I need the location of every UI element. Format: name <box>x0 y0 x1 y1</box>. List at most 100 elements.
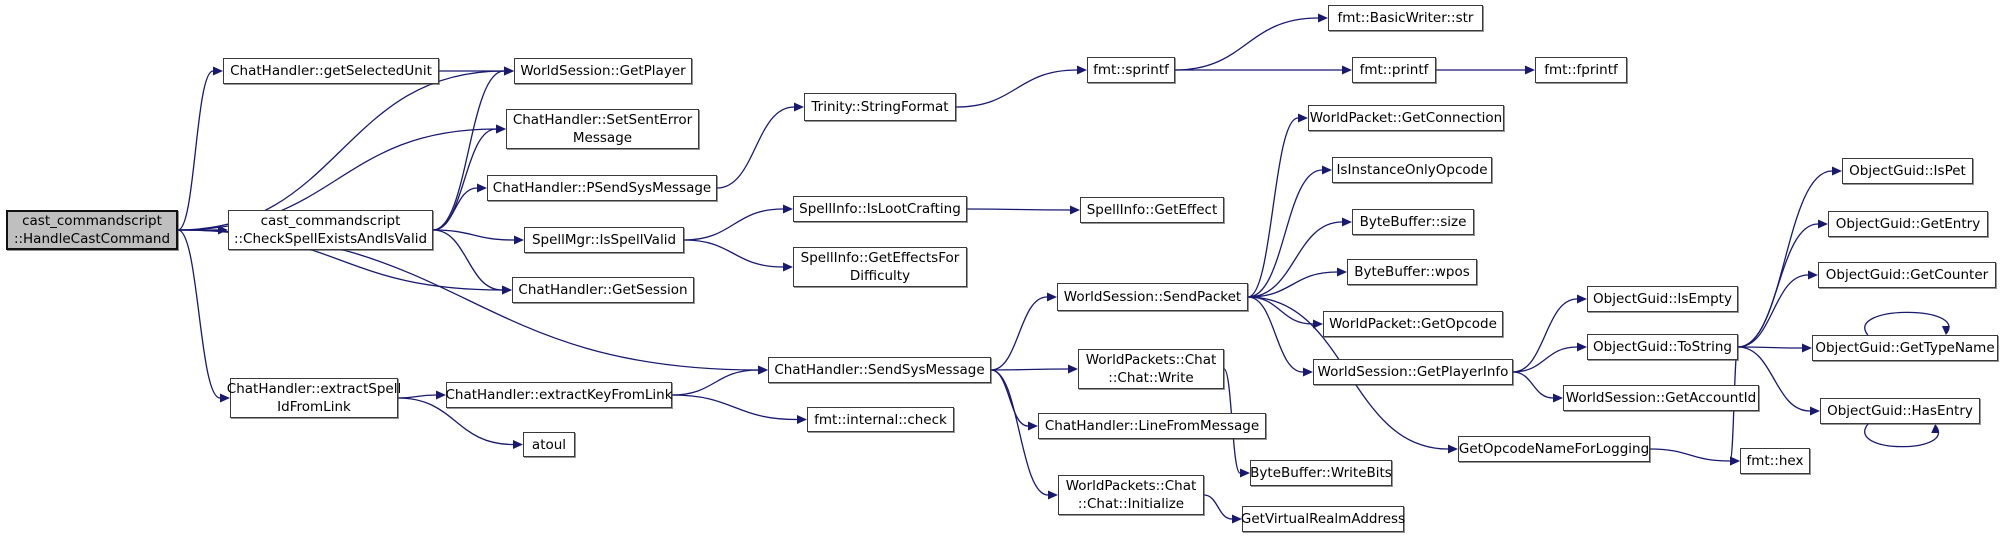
edge-toString-getTypeName <box>1737 346 1803 349</box>
node-getCounter[interactable]: ObjectGuid::GetCounter <box>1818 262 1996 288</box>
edge-checkSpell-psendSys <box>432 187 478 231</box>
edge-toString-isPet-arrowhead <box>1832 166 1842 176</box>
node-getEffect[interactable]: SpellInfo::GetEffect <box>1080 197 1224 223</box>
node-getOpcode[interactable]: WorldPacket::GetOpcode <box>1323 311 1503 337</box>
edge-sendPacket-getOpcodeName-arrowhead <box>1448 444 1458 454</box>
node-checkSpell[interactable]: cast_commandscript ::CheckSpellExistsAnd… <box>228 210 433 250</box>
node-isPet[interactable]: ObjectGuid::IsPet <box>1842 158 1973 184</box>
node-getSession[interactable]: ChatHandler::GetSession <box>512 277 694 303</box>
edge-chatInitialize-getVirtualRealm <box>1203 494 1233 520</box>
edge-handleCast-getSelectedUnit <box>177 70 214 231</box>
node-chatWrite[interactable]: WorldPackets::Chat ::Chat::Write <box>1078 349 1224 389</box>
edge-getTypeName-getTypeName-arrowhead <box>1941 326 1950 335</box>
node-atoul[interactable]: atoul <box>523 432 575 457</box>
edge-hasEntry-hasEntry-arrowhead <box>1931 424 1940 433</box>
edge-sendPacket-wpos-arrowhead <box>1337 267 1347 277</box>
edge-checkSpell-psendSys-arrowhead <box>477 183 487 193</box>
node-writeBits[interactable]: ByteBuffer::WriteBits <box>1250 460 1392 486</box>
edge-sendSys-sendPacket <box>990 296 1048 371</box>
edge-sendPacket-isInstanceOnly <box>1247 169 1323 298</box>
node-internalCheck[interactable]: fmt::internal::check <box>807 407 954 432</box>
node-setSentError[interactable]: ChatHandler::SetSentError Message <box>506 109 699 149</box>
edge-isSpellValid-isLootCrafting-arrowhead <box>783 204 793 214</box>
node-getVirtualRealm[interactable]: GetVirtualRealmAddress <box>1241 506 1405 532</box>
edge-toString-getEntry <box>1737 223 1819 348</box>
edge-getPlayerInfo-toString <box>1512 346 1578 373</box>
node-fprintf[interactable]: fmt::fprintf <box>1535 57 1627 83</box>
node-handleCast[interactable]: cast_commandscript ::HandleCastCommand <box>6 210 178 250</box>
edge-checkSpell-setSentError-arrowhead <box>496 124 506 134</box>
edge-toString-getCounter <box>1737 274 1809 348</box>
edge-chatInitialize-getVirtualRealm-arrowhead <box>1232 514 1242 524</box>
edge-isLootCrafting-getEffect <box>966 208 1071 211</box>
node-isEmpty[interactable]: ObjectGuid::IsEmpty <box>1587 286 1738 312</box>
edge-handleCast-getSelectedUnit-arrowhead <box>213 66 223 76</box>
edge-sendPacket-getPlayerInfo-arrowhead <box>1303 367 1313 377</box>
node-getEffectsFor[interactable]: SpellInfo::GetEffectsFor Difficulty <box>793 247 967 287</box>
node-printf[interactable]: fmt::printf <box>1352 57 1436 83</box>
node-byteSize[interactable]: ByteBuffer::size <box>1352 209 1474 235</box>
node-extractSpellId[interactable]: ChatHandler::extractSpell IdFromLink <box>227 378 401 418</box>
edge-hasEntry-hasEntry <box>1864 423 1939 448</box>
edge-handleCast-extractSpellId-arrowhead <box>220 393 230 403</box>
edge-toString-hasEntry <box>1737 346 1811 412</box>
node-isLootCrafting[interactable]: SpellInfo::IsLootCrafting <box>793 196 967 222</box>
node-getEntry[interactable]: ObjectGuid::GetEntry <box>1828 211 1988 237</box>
edge-checkSpell-getSession <box>432 229 503 291</box>
node-extractKey[interactable]: ChatHandler::extractKeyFromLink <box>445 382 673 408</box>
node-getTypeName[interactable]: ObjectGuid::GetTypeName <box>1812 335 1998 361</box>
edge-sprintf-printf-arrowhead <box>1342 65 1352 75</box>
edge-isSpellValid-isLootCrafting <box>683 208 784 241</box>
node-isInstanceOnly[interactable]: IsInstanceOnlyOpcode <box>1332 157 1492 183</box>
node-chatInitialize[interactable]: WorldPackets::Chat ::Chat::Initialize <box>1058 475 1204 515</box>
edge-sendPacket-byteSize-arrowhead <box>1342 217 1352 227</box>
edge-sendPacket-byteSize <box>1247 221 1343 298</box>
edge-getPlayerInfo-getAccountId <box>1512 371 1554 399</box>
edge-toString-getEntry-arrowhead <box>1818 219 1828 229</box>
edge-toString-fmtHex-arrowhead <box>1730 456 1740 466</box>
edge-checkSpell-isSpellValid-arrowhead <box>514 235 524 245</box>
edge-sendPacket-getPlayerInfo <box>1247 296 1304 373</box>
node-stringFormat[interactable]: Trinity::StringFormat <box>804 93 956 121</box>
node-getOpcodeName[interactable]: GetOpcodeNameForLogging <box>1458 436 1650 462</box>
node-getConnection[interactable]: WorldPacket::GetConnection <box>1308 105 1504 131</box>
edge-sendSys-chatWrite-arrowhead <box>1068 364 1078 374</box>
edge-checkSpell-getPlayer-arrowhead <box>504 66 514 76</box>
node-lineFromMessage[interactable]: ChatHandler::LineFromMessage <box>1038 413 1266 439</box>
edge-isSpellValid-getEffectsFor <box>683 239 784 268</box>
node-sendPacket[interactable]: WorldSession::SendPacket <box>1057 283 1248 311</box>
edge-sendPacket-wpos <box>1247 271 1338 298</box>
edge-sendSys-chatInitialize-arrowhead <box>1048 490 1058 500</box>
edge-sendPacket-getConnection-arrowhead <box>1298 113 1308 123</box>
edge-toString-hasEntry-arrowhead <box>1810 406 1820 416</box>
edge-sprintf-basicWriterStr-arrowhead <box>1318 13 1328 23</box>
node-wpos[interactable]: ByteBuffer::wpos <box>1347 259 1477 285</box>
node-getAccountId[interactable]: WorldSession::GetAccountId <box>1563 385 1759 411</box>
edge-extractKey-sendSys-arrowhead <box>758 365 768 375</box>
node-psendSys[interactable]: ChatHandler::PSendSysMessage <box>487 175 717 201</box>
edge-sprintf-basicWriterStr <box>1174 17 1319 71</box>
node-isSpellValid[interactable]: SpellMgr::IsSpellValid <box>524 227 684 253</box>
node-sendSys[interactable]: ChatHandler::SendSysMessage <box>768 357 991 383</box>
node-fmtHex[interactable]: fmt::hex <box>1740 448 1810 474</box>
node-getPlayer[interactable]: WorldSession::GetPlayer <box>514 58 692 84</box>
edge-extractKey-internalCheck <box>671 394 798 421</box>
node-toString[interactable]: ObjectGuid::ToString <box>1587 334 1738 360</box>
node-getPlayerInfo[interactable]: WorldSession::GetPlayerInfo <box>1313 359 1513 385</box>
edge-getPlayerInfo-getAccountId-arrowhead <box>1553 393 1563 403</box>
edge-getPlayerInfo-toString-arrowhead <box>1577 342 1587 352</box>
edge-sendSys-sendPacket-arrowhead <box>1047 292 1057 302</box>
edge-sendPacket-isInstanceOnly-arrowhead <box>1322 165 1332 175</box>
node-sprintf[interactable]: fmt::sprintf <box>1087 57 1175 83</box>
node-hasEntry[interactable]: ObjectGuid::HasEntry <box>1820 398 1980 424</box>
edge-extractKey-internalCheck-arrowhead <box>797 415 807 424</box>
edge-checkSpell-isSpellValid <box>432 229 515 241</box>
edge-sendSys-lineFromMessage <box>990 369 1029 427</box>
node-basicWriterStr[interactable]: fmt::BasicWriter::str <box>1328 5 1483 31</box>
edge-sendSys-lineFromMessage-arrowhead <box>1028 421 1038 431</box>
edge-psendSys-stringFormat <box>716 106 795 189</box>
node-getSelectedUnit[interactable]: ChatHandler::getSelectedUnit <box>223 58 439 84</box>
edge-isSpellValid-getEffectsFor-arrowhead <box>783 262 793 272</box>
edge-checkSpell-getSession-arrowhead <box>502 285 512 295</box>
edge-extractKey-sendSys <box>671 369 759 396</box>
